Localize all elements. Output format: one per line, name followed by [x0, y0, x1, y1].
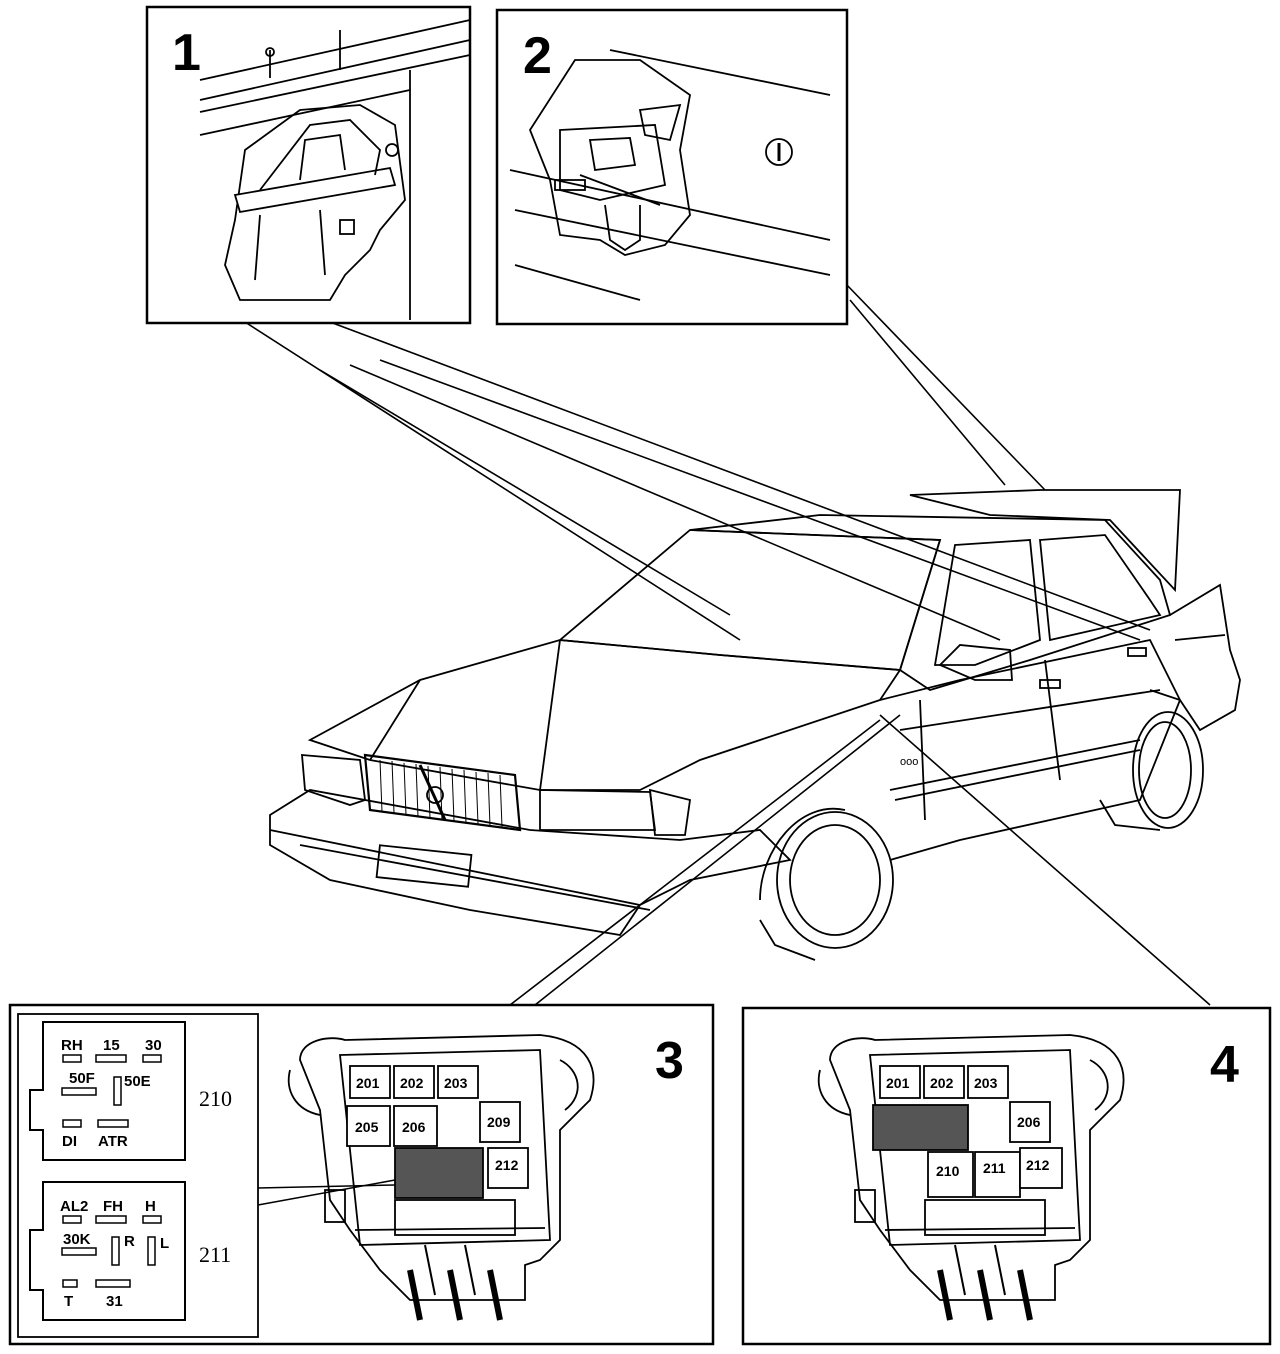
relay-202: 202 [400, 1075, 424, 1091]
relay-210-pinout: RH 15 30 50F 50E DI ATR [29, 1021, 186, 1161]
pin-label-50e: 50E [124, 1073, 151, 1090]
relay-203: 203 [444, 1075, 468, 1091]
pin-label-30k: 30K [63, 1231, 91, 1248]
relay-slots-4 [872, 1065, 1063, 1198]
panel-4: 4 201 202 203 206 210 [741, 1006, 1272, 1346]
callout-4: 4 [1210, 1036, 1239, 1094]
panel-1: 1 [145, 5, 472, 325]
pin-label-di: DI [62, 1133, 77, 1150]
relay-202: 202 [930, 1075, 954, 1091]
relay-slots-3 [346, 1065, 529, 1199]
relay-number-211: 211 [199, 1242, 231, 1267]
relay-labels-4: 201 202 203 206 210 211 212 [886, 1075, 1050, 1179]
relay-201: 201 [886, 1075, 910, 1091]
car-illustration: ooo [269, 489, 1241, 961]
door-handle-illustration [199, 19, 471, 320]
leader-lines [244, 282, 1211, 1006]
relay-201: 201 [356, 1075, 380, 1091]
relay-labels-3: 201 202 203 205 206 209 212 [355, 1075, 519, 1173]
trunk-lock-illustration [509, 49, 831, 301]
relay-212: 212 [1026, 1157, 1050, 1173]
relay-206: 206 [1017, 1114, 1041, 1130]
relay-209: 209 [487, 1114, 511, 1130]
relay-box-4 [817, 1034, 1125, 1321]
pin-label-31: 31 [106, 1293, 123, 1310]
pin-label-rh: RH [61, 1037, 83, 1054]
pin-label-l: L [160, 1235, 169, 1252]
relay-212: 212 [495, 1157, 519, 1173]
pin-label-fh: FH [103, 1198, 123, 1215]
pin-label-15: 15 [103, 1037, 120, 1054]
pin-label-r: R [124, 1233, 135, 1250]
relay-210: 210 [936, 1163, 960, 1179]
pinout-panel [17, 1013, 259, 1338]
relay-211-pinout: AL2 FH H 30K R L T 31 [29, 1181, 186, 1321]
relay-number-210: 210 [199, 1086, 232, 1111]
callout-2: 2 [523, 27, 552, 85]
pin-label-t: T [64, 1293, 73, 1310]
pin-label-h: H [145, 1198, 156, 1215]
panel-3: 3 RH 15 30 50F 50E DI ATR 210 AL2 FH [8, 1003, 715, 1346]
relay-211: 211 [983, 1160, 1006, 1176]
callout-1: 1 [172, 24, 201, 82]
relay-203: 203 [974, 1075, 998, 1091]
panel-2: 2 [495, 8, 849, 326]
relay-206: 206 [402, 1119, 426, 1135]
relay-205: 205 [355, 1119, 379, 1135]
grille-bars [379, 759, 503, 828]
pin-label-30: 30 [145, 1037, 162, 1054]
pin-label-atr: ATR [98, 1133, 128, 1150]
callout-3: 3 [655, 1032, 684, 1090]
pin-label-50f: 50F [69, 1070, 95, 1087]
svg-text:ooo: ooo [900, 756, 918, 768]
pin-label-al2: AL2 [60, 1198, 88, 1215]
relay-box-3 [287, 1034, 595, 1321]
